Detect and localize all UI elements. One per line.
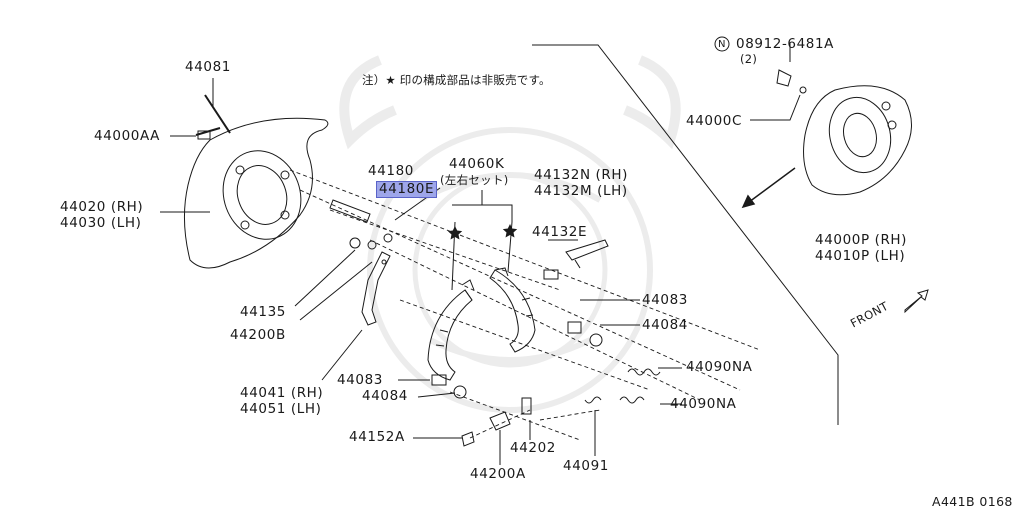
label-44135: 44135 bbox=[240, 304, 286, 320]
label-44090NA-upper: 44090NA bbox=[686, 359, 753, 375]
label-44202: 44202 bbox=[510, 440, 556, 456]
label-44010P-lh: 44010P (LH) bbox=[815, 248, 906, 264]
brake-shoe-left bbox=[427, 279, 475, 381]
label-44084-right: 44084 bbox=[642, 317, 688, 333]
label-44132N-rh: 44132N (RH) bbox=[534, 167, 629, 183]
label-44020-rh: 44020 (RH) bbox=[60, 199, 144, 215]
label-44030-lh: 44030 (LH) bbox=[60, 215, 142, 231]
label-08912-qty: (2) bbox=[740, 52, 758, 66]
label-44051-lh: 44051 (LH) bbox=[240, 401, 322, 417]
label-44000P-rh: 44000P (RH) bbox=[815, 232, 908, 248]
star-marker-left bbox=[447, 226, 463, 240]
frame-divider-line bbox=[532, 44, 839, 425]
label-44132E: 44132E bbox=[532, 224, 588, 240]
non-sale-note: 注）★ 印の構成部品は非販売です。 bbox=[362, 73, 551, 87]
dashed-assembly-lines bbox=[289, 169, 761, 441]
label-44000C: 44000C bbox=[686, 113, 742, 129]
background-watermark bbox=[339, 55, 681, 413]
brake-shoe-right bbox=[489, 267, 536, 353]
label-44060K: 44060K bbox=[449, 156, 505, 172]
small-hardware bbox=[329, 199, 661, 447]
label-44180E-highlighted[interactable]: 44180E bbox=[376, 181, 438, 198]
label-44200A: 44200A bbox=[470, 466, 526, 482]
label-44132M-lh: 44132M (LH) bbox=[534, 183, 628, 199]
label-44083-right: 44083 bbox=[642, 292, 688, 308]
label-44091: 44091 bbox=[563, 458, 609, 474]
star-markers bbox=[447, 224, 518, 240]
frame-lines bbox=[532, 44, 839, 425]
label-44083-left: 44083 bbox=[337, 372, 383, 388]
front-indicator-arrow bbox=[904, 289, 929, 314]
label-08912-6481A: 08912-6481A bbox=[736, 36, 835, 52]
label-44000AA: 44000AA bbox=[94, 128, 160, 144]
label-44041-rh: 44041 (RH) bbox=[240, 385, 324, 401]
left-backing-plate bbox=[183, 94, 329, 269]
label-08912-n-marker: N bbox=[718, 39, 726, 50]
label-44081: 44081 bbox=[185, 59, 231, 75]
label-44084-left: 44084 bbox=[362, 388, 408, 404]
label-44060K-set: (左右セット) bbox=[440, 173, 509, 187]
catalog-code: A441B 0168 bbox=[932, 494, 1013, 509]
label-44090NA-lower: 44090NA bbox=[670, 396, 737, 412]
n-circle-icon bbox=[714, 36, 730, 52]
label-44152A: 44152A bbox=[349, 429, 405, 445]
front-direction-arrow bbox=[741, 167, 796, 209]
label-44200B: 44200B bbox=[230, 327, 286, 343]
star-marker-right bbox=[502, 224, 518, 238]
right-backing-plate bbox=[776, 69, 912, 196]
label-44180: 44180 bbox=[368, 163, 414, 179]
leader-lines bbox=[160, 43, 801, 465]
parking-lever bbox=[361, 251, 391, 326]
